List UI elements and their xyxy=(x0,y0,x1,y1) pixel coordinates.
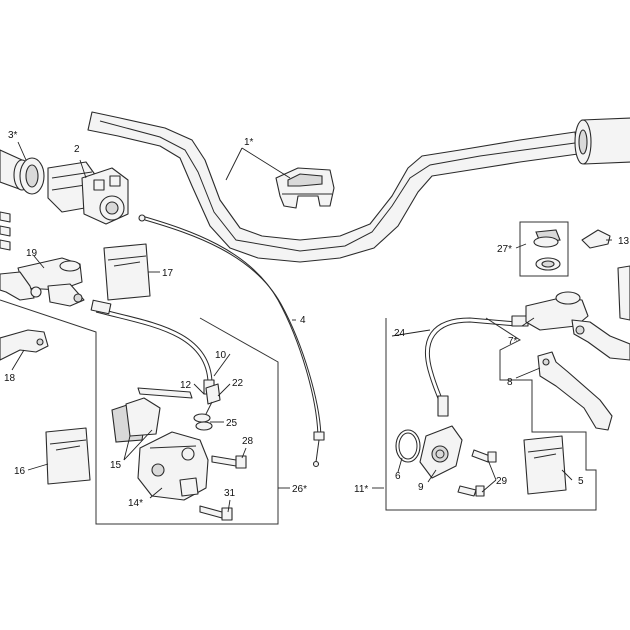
callout-6: 6 xyxy=(395,471,401,482)
callout-16: 16 xyxy=(14,466,26,477)
reservoir-cap-set-icon xyxy=(519,221,569,277)
bolts-29-icon xyxy=(457,449,497,497)
callout-11: 11* xyxy=(354,484,368,495)
callout-3: 3* xyxy=(8,130,18,141)
caliper-group-frame xyxy=(0,299,279,525)
throttle-housing-icon xyxy=(47,161,129,225)
callout-26: 26* xyxy=(292,484,307,495)
front-brake-hose-icon xyxy=(90,299,215,395)
callout-28: 28 xyxy=(242,436,254,447)
callout-8: 8 xyxy=(507,377,513,388)
callout-1: 1* xyxy=(244,137,254,148)
sachet-5-icon xyxy=(523,435,567,495)
callout-18: 18 xyxy=(4,373,16,384)
callout-7: 7* xyxy=(508,336,518,347)
bleed-bolt-22-icon xyxy=(205,383,221,415)
handlebar-clamp-icon xyxy=(275,167,335,209)
callout-27: 27* xyxy=(497,244,512,255)
throttle-cable-icon xyxy=(138,214,325,468)
callout-4: 4 xyxy=(300,315,306,326)
right-edge-part-icon xyxy=(617,265,630,321)
pad-pin-12-icon xyxy=(137,387,193,399)
callout-22: 22 xyxy=(232,378,244,389)
sachet-17-icon xyxy=(103,243,151,301)
brake-caliper-icon xyxy=(137,431,209,501)
callout-5: 5 xyxy=(578,476,584,487)
leader-lines xyxy=(11,141,612,513)
callout-13: 13 xyxy=(618,236,630,247)
callout-10: 10 xyxy=(215,350,227,361)
callout-19: 19 xyxy=(26,248,38,259)
clutch-group-frame xyxy=(385,317,597,511)
clutch-master-cylinder-icon xyxy=(525,291,630,361)
bolt-28-icon xyxy=(211,455,247,469)
callout-17: 17 xyxy=(162,268,174,279)
callout-24: 24 xyxy=(394,328,406,339)
bolt-31-icon xyxy=(199,505,233,521)
callout-2: 2 xyxy=(74,144,80,155)
clutch-hose-icon xyxy=(424,315,529,417)
callout-15: 15 xyxy=(110,460,122,471)
callout-25: 25 xyxy=(226,418,238,429)
callout-12: 12 xyxy=(180,380,192,391)
callout-9: 9 xyxy=(418,482,424,493)
slave-cylinder-icon xyxy=(419,425,463,479)
left-grip-icon xyxy=(0,149,45,195)
sachet-16-icon xyxy=(45,427,91,485)
brake-pads-icon xyxy=(111,397,161,443)
o-ring-6-icon xyxy=(395,429,421,463)
washers-25-icon xyxy=(193,413,213,431)
left-fastener-icon xyxy=(0,211,11,251)
brake-master-cylinder-icon xyxy=(0,257,85,307)
callout-31: 31 xyxy=(224,488,236,499)
right-grip-icon xyxy=(574,117,630,165)
callout-14: 14* xyxy=(128,498,143,509)
clutch-lever-8-icon xyxy=(537,351,613,431)
cap-13-icon xyxy=(581,229,611,249)
callout-29: 29 xyxy=(496,476,508,487)
brake-lever-18-icon xyxy=(0,329,49,361)
